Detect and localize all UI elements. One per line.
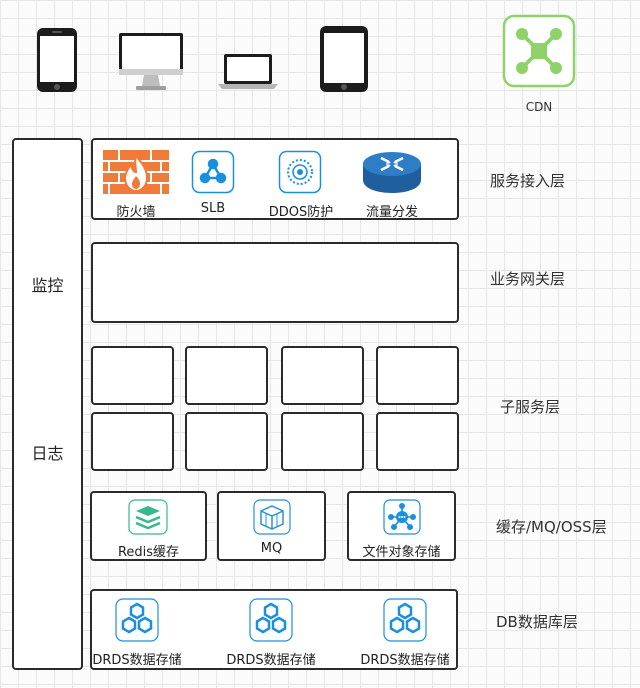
redis-label: Redis缓存 <box>117 545 180 560</box>
traffic-router-icon <box>363 152 421 193</box>
mq-label: MQ <box>260 541 283 556</box>
mq-cube-icon <box>253 499 291 535</box>
slb-label: SLB <box>200 201 226 216</box>
drds-label-2: DRDS数据存储 <box>226 653 316 668</box>
drds-icon <box>115 598 159 642</box>
cdn-node: CDN <box>496 12 582 122</box>
subservice-box <box>281 412 364 471</box>
laptop-icon <box>218 54 278 89</box>
subservice-layer-label: 子服务层 <box>500 398 561 416</box>
slb-icon <box>191 150 235 194</box>
tablet-icon <box>320 26 368 92</box>
db-layer-box: DRDS数据存储 DRDS数据存储 DRDS数据存储 <box>90 589 458 670</box>
redis-icon <box>128 499 168 535</box>
cdn-label: CDN <box>525 100 553 114</box>
drds-label-3: DRDS数据存储 <box>360 653 450 668</box>
monitor-label: 监控 <box>31 276 64 295</box>
subservice-box <box>91 412 174 471</box>
log-label: 日志 <box>31 444 64 463</box>
subservice-box <box>91 346 174 405</box>
gateway-layer-label: 业务网关层 <box>490 270 566 288</box>
drds-icon <box>383 598 427 642</box>
subservice-box <box>376 346 459 405</box>
traffic-distribution-label: 流量分发 <box>365 205 418 220</box>
cache-layer-label: 缓存/MQ/OSS层 <box>496 518 607 536</box>
redis-box: Redis缓存 <box>90 491 207 561</box>
firewall-label: 防火墙 <box>116 205 156 220</box>
monitor-log-panel: 监控 日志 <box>12 138 83 670</box>
db-layer-label: DB数据库层 <box>496 613 578 631</box>
ddos-label: DDOS防护 <box>268 205 334 220</box>
oss-icon <box>383 499 421 535</box>
subservice-box <box>185 346 268 405</box>
firewall-icon <box>103 150 169 194</box>
gateway-layer-box <box>91 242 459 323</box>
access-layer-label: 服务接入层 <box>490 172 566 190</box>
desktop-monitor-icon <box>119 33 183 90</box>
mq-box: MQ <box>217 491 326 561</box>
subservice-box <box>376 412 459 471</box>
subservice-box <box>185 412 268 471</box>
access-layer-box: 防火墙 SLB DDOS防护 <box>91 138 459 220</box>
oss-box: 文件对象存储 <box>347 491 456 561</box>
oss-label: 文件对象存储 <box>362 545 441 560</box>
ddos-protection-icon <box>278 150 322 194</box>
drds-label-1: DRDS数据存储 <box>92 653 182 668</box>
drds-icon <box>249 598 293 642</box>
phone-icon <box>37 28 77 92</box>
cdn-network-icon <box>502 14 576 88</box>
subservice-box <box>281 346 364 405</box>
